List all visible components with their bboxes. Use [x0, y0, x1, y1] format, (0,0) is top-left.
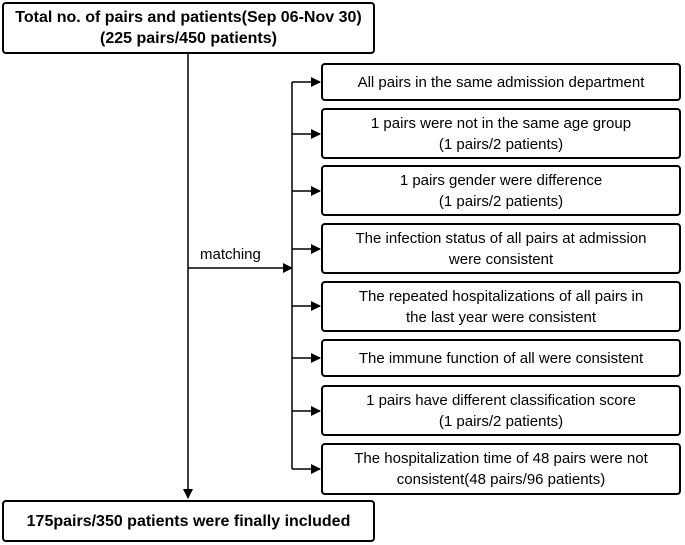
- criterion-5-line2: the last year were consistent: [405, 308, 597, 326]
- criterion-7-line2: (1 pairs/2 patients): [438, 412, 564, 430]
- criterion-box-6: The immune function of all were consiste…: [321, 339, 681, 377]
- criterion-box-4: The infection status of all pairs at adm…: [321, 223, 681, 274]
- criterion-5-line1: The repeated hospitalizations of all pai…: [358, 287, 644, 305]
- criterion-box-3: 1 pairs gender were difference (1 pairs/…: [321, 165, 681, 216]
- final-included-text: 175pairs/350 patients were finally inclu…: [26, 512, 351, 530]
- total-pairs-count: (225 pairs/450 patients): [100, 30, 277, 47]
- criterion-7-line1: 1 pairs have different classification sc…: [366, 391, 636, 409]
- criterion-box-8: The hospitalization time of 48 pairs wer…: [321, 443, 681, 495]
- total-pairs-title: Total no. of pairs and patients(Sep 06-N…: [15, 9, 362, 26]
- criterion-3-line2: (1 pairs/2 patients): [438, 192, 564, 210]
- criterion-8-line1: The hospitalization time of 48 pairs wer…: [354, 450, 648, 467]
- criterion-3-line1: 1 pairs gender were difference: [399, 171, 603, 189]
- matching-label: matching: [200, 246, 261, 263]
- criterion-box-1: All pairs in the same admission departme…: [321, 63, 681, 101]
- total-pairs-box: Total no. of pairs and patients(Sep 06-N…: [2, 2, 375, 54]
- criterion-6-line1: The immune function of all were consiste…: [358, 349, 644, 367]
- criterion-2-line1: 1 pairs were not in the same age group: [370, 114, 632, 132]
- criterion-4-line2: were consistent: [448, 250, 554, 268]
- criterion-box-2: 1 pairs were not in the same age group (…: [321, 108, 681, 159]
- criterion-1-line1: All pairs in the same admission departme…: [357, 73, 645, 91]
- criterion-4-line1: The infection status of all pairs at adm…: [355, 229, 647, 247]
- criterion-2-line2: (1 pairs/2 patients): [438, 135, 564, 153]
- final-included-box: 175pairs/350 patients were finally inclu…: [2, 500, 375, 542]
- criterion-8-line2: consistent(48 pairs/96 patients): [396, 471, 606, 488]
- criterion-box-7: 1 pairs have different classification sc…: [321, 385, 681, 436]
- criterion-box-5: The repeated hospitalizations of all pai…: [321, 281, 681, 332]
